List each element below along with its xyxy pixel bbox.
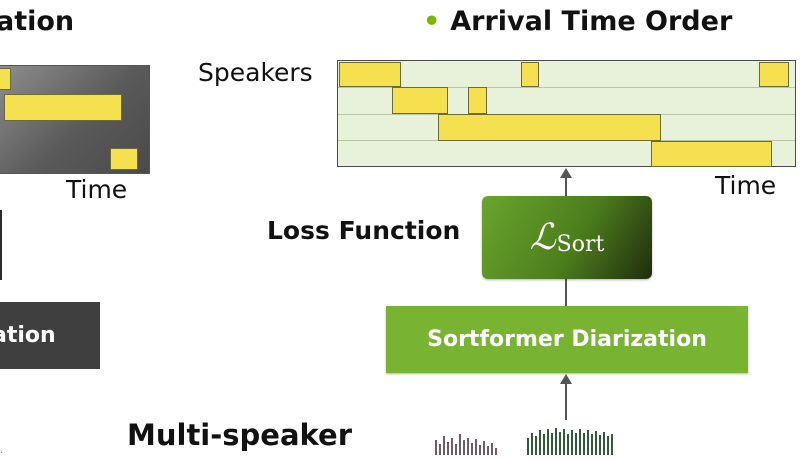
- title-bullet-icon: •: [423, 6, 441, 37]
- left-time-label: Time: [66, 175, 128, 204]
- arrow-to-timeline: [565, 178, 567, 197]
- left-timeline: [0, 65, 150, 174]
- loss-function-label: Loss Function: [267, 216, 461, 245]
- right-panel-title: • Arrival Time Order: [423, 6, 732, 37]
- arrow-from-input: [565, 384, 567, 420]
- audio-waveform-icon: [430, 424, 620, 455]
- arrow-up-icon: [560, 374, 572, 384]
- speaker-2-segment: [468, 87, 487, 114]
- speaker-1-segment: [521, 62, 539, 87]
- speaker-1-segment: [759, 62, 789, 87]
- speaker-1-segment: [339, 62, 401, 87]
- sortformer-diarization-box: Sortformer Diarization: [386, 306, 748, 373]
- speaker-3-segment: [438, 114, 661, 141]
- multi-speaker-label: Multi-speaker: [127, 418, 353, 452]
- left-segment-1: [0, 68, 11, 90]
- arrow-up-icon: [560, 168, 572, 178]
- speaker-2-segment: [392, 87, 448, 114]
- speaker-row-divider: [338, 87, 795, 88]
- left-segment-2: [4, 94, 122, 121]
- time-axis-label: Time: [715, 171, 777, 200]
- speakers-axis-label: Speakers: [198, 58, 313, 87]
- loss-symbol: ℒ: [529, 217, 556, 258]
- left-divider: [0, 210, 2, 280]
- left-segment-3: [110, 148, 138, 170]
- left-panel-title: ation: [0, 6, 75, 37]
- speaker-4-segment: [651, 141, 772, 167]
- loss-subscript: Sort: [556, 232, 605, 257]
- left-waveform-fragment: ·: [0, 448, 4, 459]
- left-model-label: ation: [0, 323, 56, 348]
- left-model-box: ation: [0, 302, 100, 369]
- connector-line: [565, 279, 567, 306]
- right-panel-title-text: Arrival Time Order: [450, 6, 733, 37]
- arrival-order-timeline: [337, 60, 796, 167]
